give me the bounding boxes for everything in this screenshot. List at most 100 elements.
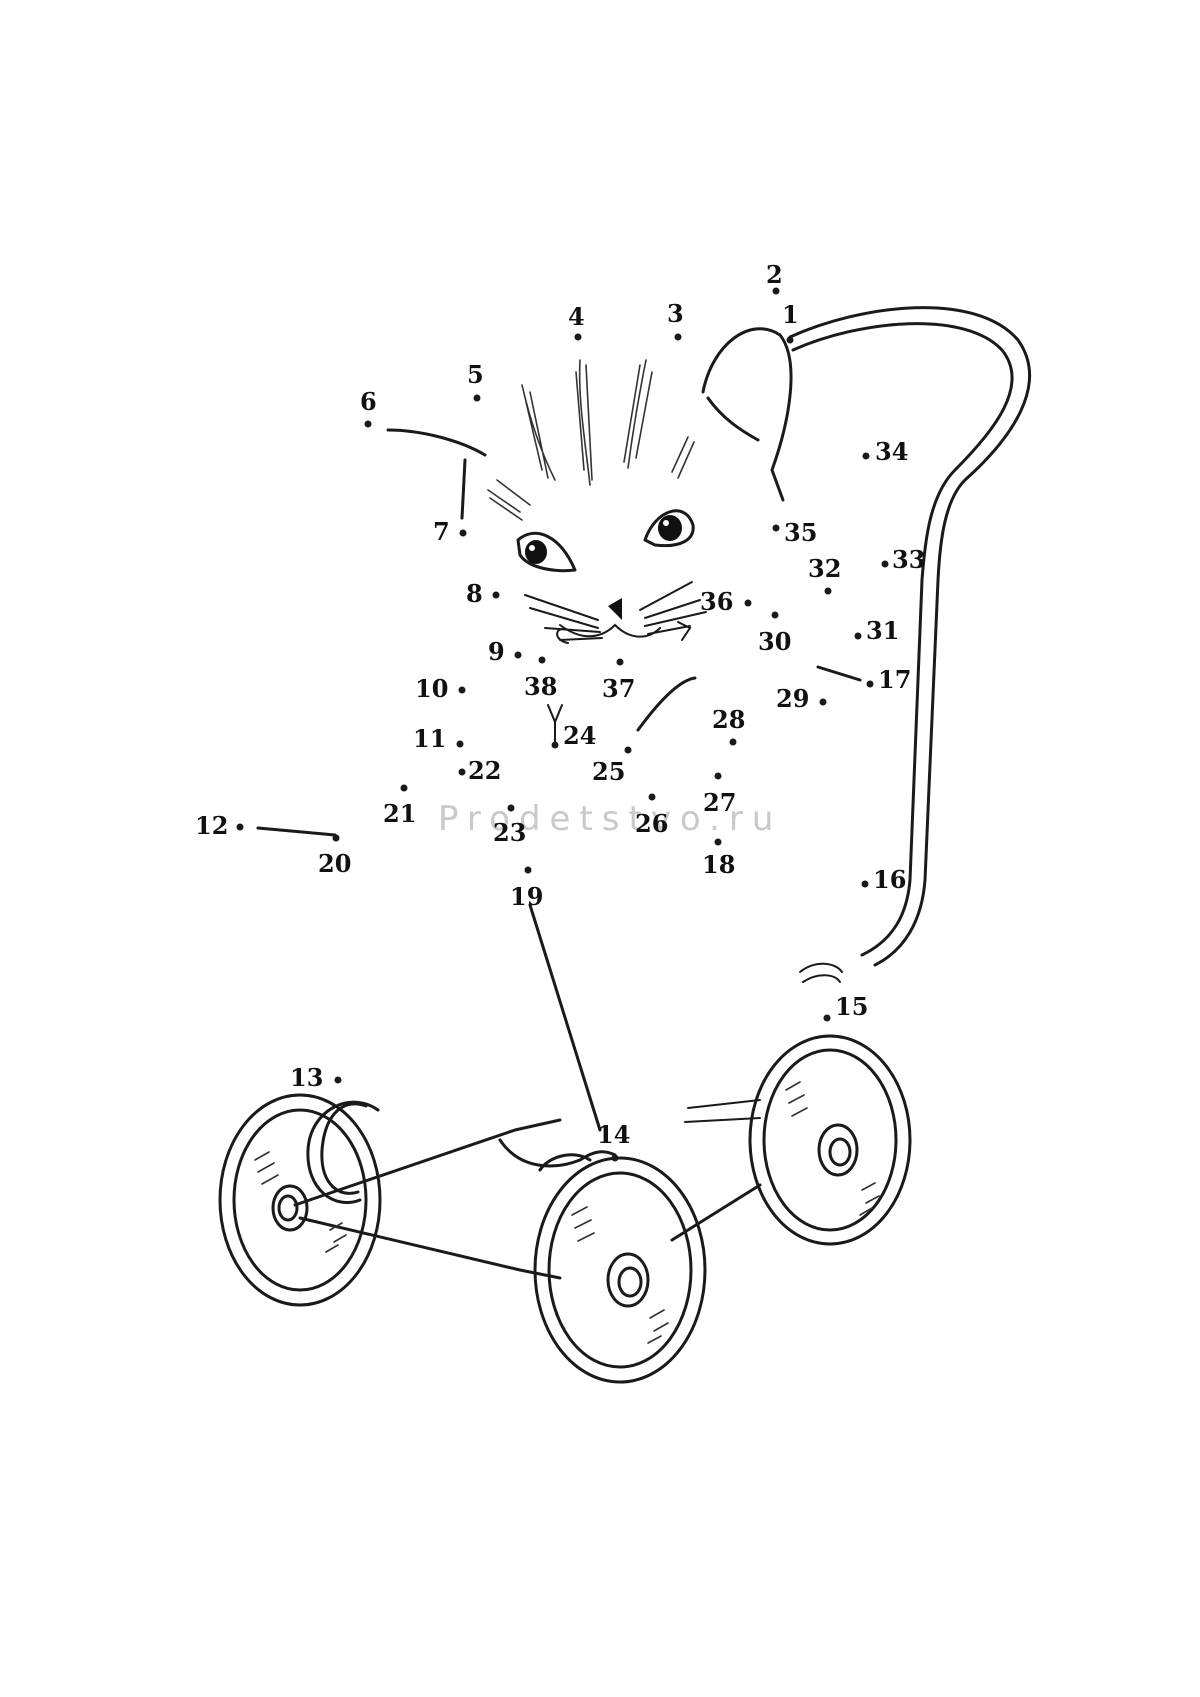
dot-24: 24: [551, 721, 596, 750]
dot-number: 8: [466, 579, 483, 608]
dot-number: 24: [563, 721, 596, 750]
forehead-stripe-2: [575, 359, 593, 486]
dot-number: 33: [892, 545, 925, 574]
dot-31: 31: [854, 616, 899, 645]
dot-number: 6: [360, 387, 377, 416]
dot-marker: [823, 1014, 831, 1022]
dot-23: 23: [493, 804, 526, 847]
dot-marker: [772, 524, 780, 532]
dot-marker: [772, 287, 780, 295]
dot-33: 33: [881, 545, 925, 574]
whiskers-right: [639, 581, 707, 635]
dot-marker: [819, 698, 827, 706]
dot-3: 3: [667, 299, 684, 341]
dot-number: 27: [703, 788, 736, 817]
dot-32: 32: [808, 554, 841, 595]
dot-37: 37: [602, 658, 635, 703]
wheel-center: [533, 1153, 707, 1384]
dot-8: 8: [466, 579, 500, 608]
dot-25: 25: [592, 746, 632, 786]
kitten-nose: [608, 598, 622, 620]
dot-marker: [648, 793, 656, 801]
dot-14: 14: [597, 1120, 630, 1162]
dot-marker: [861, 880, 869, 888]
dot-marker: [624, 746, 632, 754]
dot-marker: [674, 333, 682, 341]
dot-marker: [364, 420, 372, 428]
dot-number: 25: [592, 757, 625, 786]
dot-marker: [236, 823, 244, 831]
kitten-eye-right: [643, 509, 695, 548]
dot-29: 29: [776, 684, 827, 713]
dot-number: 20: [318, 849, 351, 878]
kitten-cheek-left: [460, 458, 467, 520]
kitten-cheek-marks: [556, 621, 692, 644]
kitten-ear-inner: [706, 396, 760, 442]
dot-number: 37: [602, 674, 635, 703]
brow-left: [487, 479, 531, 521]
dot-number: 14: [597, 1120, 630, 1149]
dot-7: 7: [433, 517, 467, 546]
dot-marker: [332, 834, 340, 842]
forehead-stripe-1: [521, 384, 556, 481]
dot-34: 34: [862, 437, 908, 466]
dot-16: 16: [861, 865, 906, 894]
stroller-drawing: [218, 306, 1031, 1384]
dot-number: 15: [835, 992, 868, 1021]
dot-number: 1: [782, 300, 799, 329]
dot-marker: [514, 651, 522, 659]
dot-5: 5: [467, 360, 484, 402]
forehead-stripe-3: [623, 359, 653, 469]
dot-number: 11: [413, 724, 446, 753]
dot-number: 17: [878, 665, 911, 694]
dot-marker: [616, 658, 624, 666]
dot-marker: [854, 632, 862, 640]
dot-12: 12: [195, 811, 244, 840]
front-leg-line: [528, 903, 602, 1132]
dot-marker: [862, 452, 870, 460]
chassis-bar-top: [684, 1099, 761, 1123]
numbered-dots: 1234567891011121314151617181920212223242…: [195, 260, 925, 1162]
wheel-right: [748, 1034, 912, 1246]
dot-number: 26: [635, 809, 668, 838]
dot-number: 30: [758, 627, 791, 656]
dot-number: 3: [667, 299, 684, 328]
dot-17: 17: [866, 665, 911, 694]
dot-4: 4: [568, 302, 585, 341]
dot-marker: [458, 768, 466, 776]
dot-number: 38: [524, 672, 557, 701]
dot-number: 18: [702, 850, 735, 879]
dot-marker: [866, 680, 874, 688]
dot-number: 36: [700, 587, 733, 616]
dot-35: 35: [772, 518, 817, 547]
dot-marker: [574, 333, 582, 341]
dot-marker: [400, 784, 408, 792]
dot-marker: [611, 1154, 619, 1162]
dot-marker: [824, 587, 832, 595]
dot-marker: [714, 772, 722, 780]
dot-20: 20: [318, 834, 351, 878]
dot-number: 21: [383, 799, 416, 828]
dot-number: 10: [415, 674, 448, 703]
stroller-curl-2: [802, 974, 841, 983]
dot-18: 18: [702, 838, 735, 879]
dot-marker: [786, 336, 794, 344]
kitten-arm: [636, 676, 697, 732]
dot-number: 19: [510, 882, 543, 911]
kitten-ear: [701, 327, 793, 502]
stroller-curl: [799, 962, 843, 973]
dot-marker: [459, 529, 467, 537]
dot-marker: [744, 599, 752, 607]
dot-19: 19: [510, 866, 543, 911]
dot-22: 22: [458, 756, 501, 785]
kitten-head-left: [386, 428, 487, 457]
dot-number: 16: [873, 865, 906, 894]
dot-marker: [551, 741, 559, 749]
chassis-bar-front: [293, 1118, 562, 1207]
whiskers-left: [524, 594, 603, 641]
dot-9: 9: [488, 637, 522, 666]
dot-number: 9: [488, 637, 505, 666]
dot-28: 28: [712, 705, 745, 746]
dot-number: 4: [568, 302, 585, 331]
dot-6: 6: [360, 387, 377, 428]
